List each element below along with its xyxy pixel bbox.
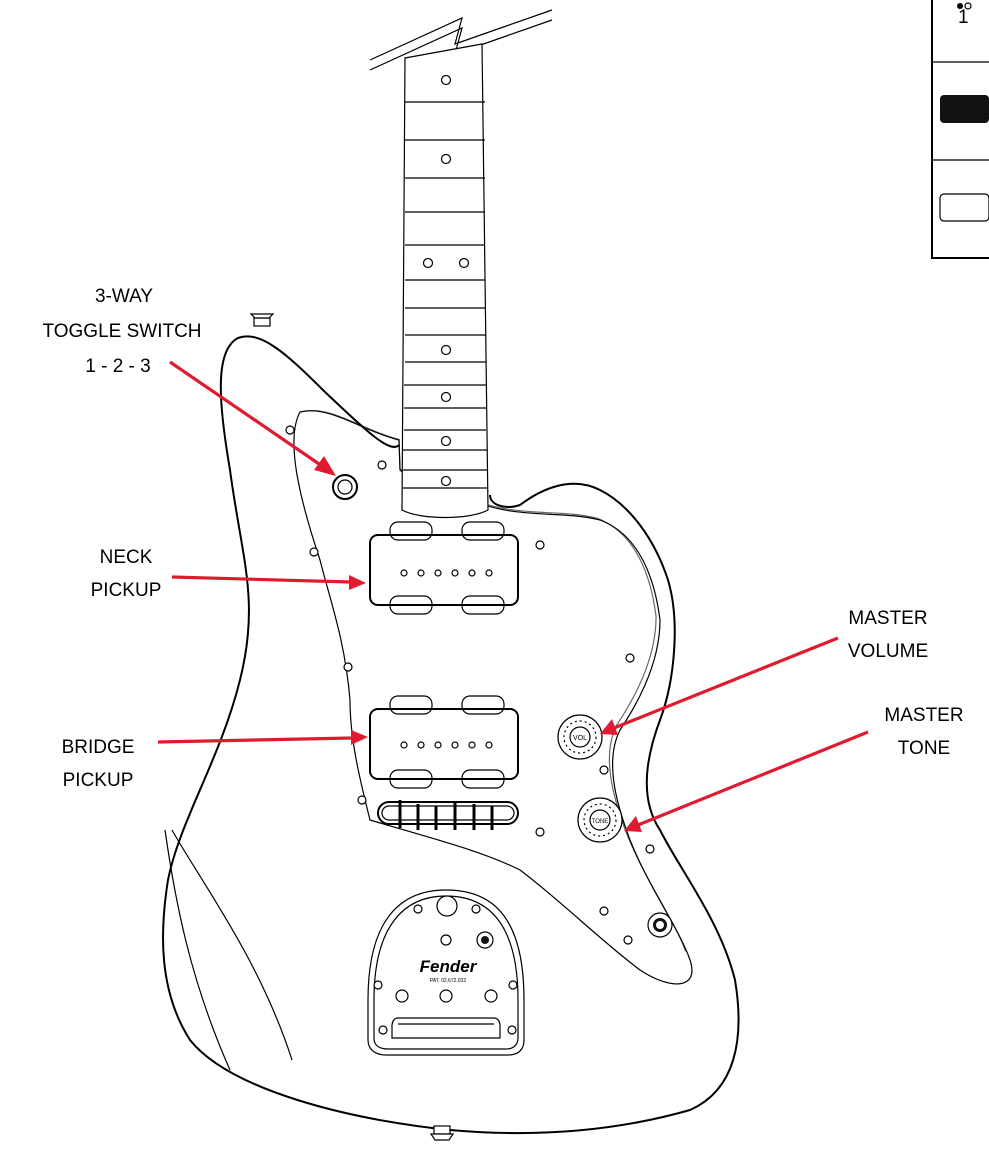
volume-knob-label: VOL <box>573 735 587 742</box>
tone-knob-label: TONE <box>592 819 609 825</box>
callout-master-tone: MASTER TONE <box>884 705 963 759</box>
screw-icon <box>625 653 635 663</box>
inlay-dot-icon <box>422 257 434 269</box>
callout-line-1: BRIDGE <box>62 737 135 758</box>
screw-icon <box>471 904 481 914</box>
inset-switch-off <box>939 193 989 222</box>
callout-master-volume: MASTER VOLUME <box>848 608 928 662</box>
screw-icon <box>439 989 453 1003</box>
bridge <box>377 800 519 830</box>
volume-knob[interactable]: VOL <box>557 714 603 760</box>
screw-icon <box>378 1025 388 1035</box>
callout-line-2: TONE <box>898 738 950 759</box>
neck-break-icon <box>369 9 553 71</box>
callout-line-3: 1 - 2 - 3 <box>85 356 150 377</box>
callout-line-1: MASTER <box>884 705 963 726</box>
callout-line-2: TOGGLE SWITCH <box>42 321 201 342</box>
inlay-dot-icon <box>440 435 452 447</box>
arrow-toggle-switch <box>169 360 336 476</box>
inset-dot-icon <box>957 3 963 9</box>
bridge-pickup[interactable] <box>369 695 519 789</box>
screw-icon <box>508 980 518 990</box>
fender-logo: Fender <box>420 957 478 976</box>
tailpiece-hole-icon <box>436 895 458 917</box>
callout-line-1: MASTER <box>848 608 927 629</box>
arrow-neck-pickup <box>171 575 366 590</box>
body-contour-2 <box>171 829 293 1061</box>
screws <box>285 425 655 945</box>
screw-icon <box>357 795 367 805</box>
screw-icon <box>373 980 383 990</box>
neck-pickup[interactable] <box>369 521 519 615</box>
output-jack[interactable] <box>647 912 673 938</box>
callout-line-1: 3-WAY <box>95 286 153 307</box>
callout-bridge-pickup: BRIDGE PICKUP <box>62 737 135 791</box>
fretboard <box>401 43 489 519</box>
screw-icon <box>623 935 633 945</box>
strap-button-top <box>249 313 275 327</box>
tone-knob[interactable]: TONE <box>577 797 623 843</box>
inset-switch-diagram: 1 <box>931 0 989 259</box>
inlay-dot-icon <box>440 344 452 356</box>
screw-icon <box>309 547 319 557</box>
strap-button-bottom <box>429 1125 455 1141</box>
inlay-dot-icon <box>440 391 452 403</box>
arrow-bridge-pickup <box>157 730 368 745</box>
screw-icon <box>413 904 423 914</box>
inset-label: 1 <box>958 7 969 28</box>
screw-icon <box>599 765 609 775</box>
callout-line-1: NECK <box>100 547 153 568</box>
screw-icon <box>645 844 655 854</box>
inset-switch-on <box>940 95 989 123</box>
inlay-dot-icon <box>440 74 452 86</box>
inlay-dot-icon <box>458 257 470 269</box>
toggle-switch[interactable] <box>332 474 358 500</box>
screw-icon <box>395 989 409 1003</box>
body-contour <box>164 829 231 1071</box>
inlay-dot-icon <box>440 153 452 165</box>
screw-icon <box>440 934 452 946</box>
screw-icon <box>285 425 295 435</box>
arrow-master-tone <box>624 730 869 832</box>
screw-icon <box>535 540 545 550</box>
screw-icon <box>599 906 609 916</box>
callout-line-2: PICKUP <box>63 770 134 791</box>
screw-icon <box>343 662 353 672</box>
patent-label: PAT. 02,672,032 <box>430 978 466 984</box>
callout-toggle-switch: 3-WAY TOGGLE SWITCH 1 - 2 - 3 <box>42 286 201 377</box>
inset-ring-icon <box>964 2 972 10</box>
screw-icon <box>535 827 545 837</box>
callout-neck-pickup: NECK PICKUP <box>91 547 162 601</box>
inlay-dot-icon <box>440 475 452 487</box>
callout-line-2: VOLUME <box>848 641 928 662</box>
tailpiece: Fender PAT. 02,672,032 <box>367 889 525 1056</box>
screw-icon <box>484 989 498 1003</box>
callout-line-2: PICKUP <box>91 580 162 601</box>
screw-icon <box>507 1025 517 1035</box>
arrow-master-volume <box>600 636 839 735</box>
screw-icon <box>377 460 387 470</box>
